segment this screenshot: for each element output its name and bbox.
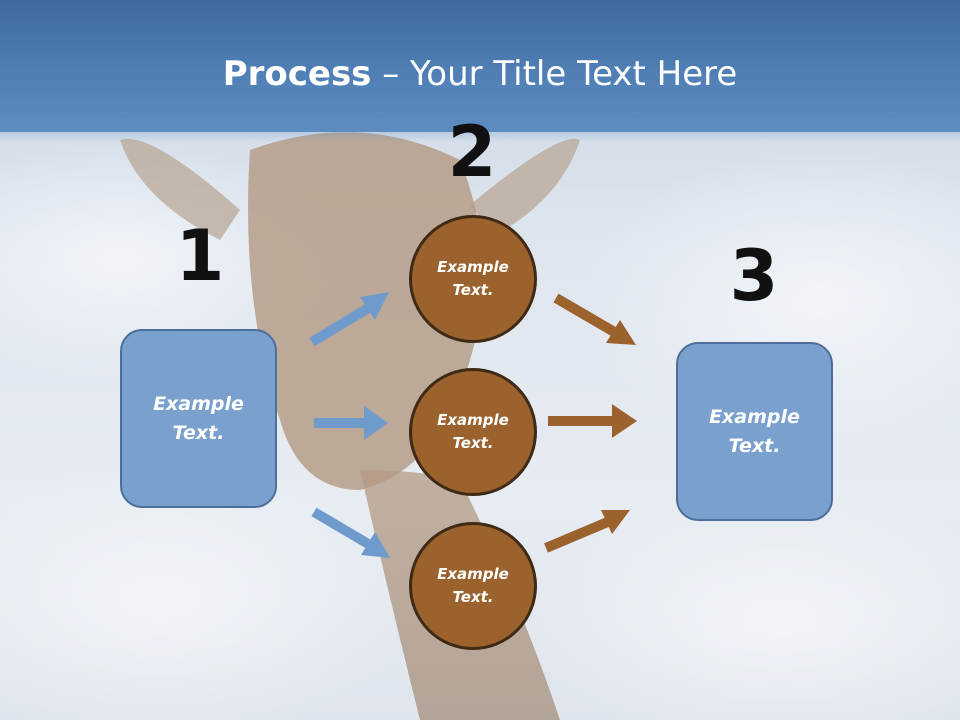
circle-3: Example Text. [409,522,537,650]
circle-1: Example Text. [409,215,537,343]
circle-2: Example Text. [409,368,537,496]
circle-2-text: Example Text. [437,411,509,452]
arrow-left-to-circle-1 [309,302,373,347]
slide-title: Process – Your Title Text Here [0,52,960,96]
circle-1-text: Example Text. [437,258,509,299]
arrow-head-left-to-circle-3 [361,532,390,558]
right-box-text: Example Text. [709,405,800,457]
left-box: Example Text. [120,329,277,508]
left-box-text: Example Text. [153,392,244,444]
arrow-head-left-to-circle-1 [360,292,389,320]
step-number-1: 1 [175,215,225,297]
arrow-head-circle-3-to-right [601,510,630,534]
arrow-head-circle-1-to-right [606,320,636,345]
arrow-circle-3-to-right [544,516,612,553]
arrow-circle-1-to-right [553,293,619,338]
right-box: Example Text. [676,342,833,521]
circle-3-text: Example Text. [437,565,509,606]
title-bar-fade [0,118,960,142]
title-bold: Process [222,54,372,94]
arrow-head-left-to-circle-2 [364,406,388,440]
arrow-head-circle-2-to-right [612,404,637,438]
arrow-left-to-circle-3 [311,507,373,550]
step-number-3: 3 [729,235,779,317]
title-rest: – Your Title Text Here [371,54,738,94]
step-number-2: 2 [447,111,497,193]
title-bar [0,0,960,132]
